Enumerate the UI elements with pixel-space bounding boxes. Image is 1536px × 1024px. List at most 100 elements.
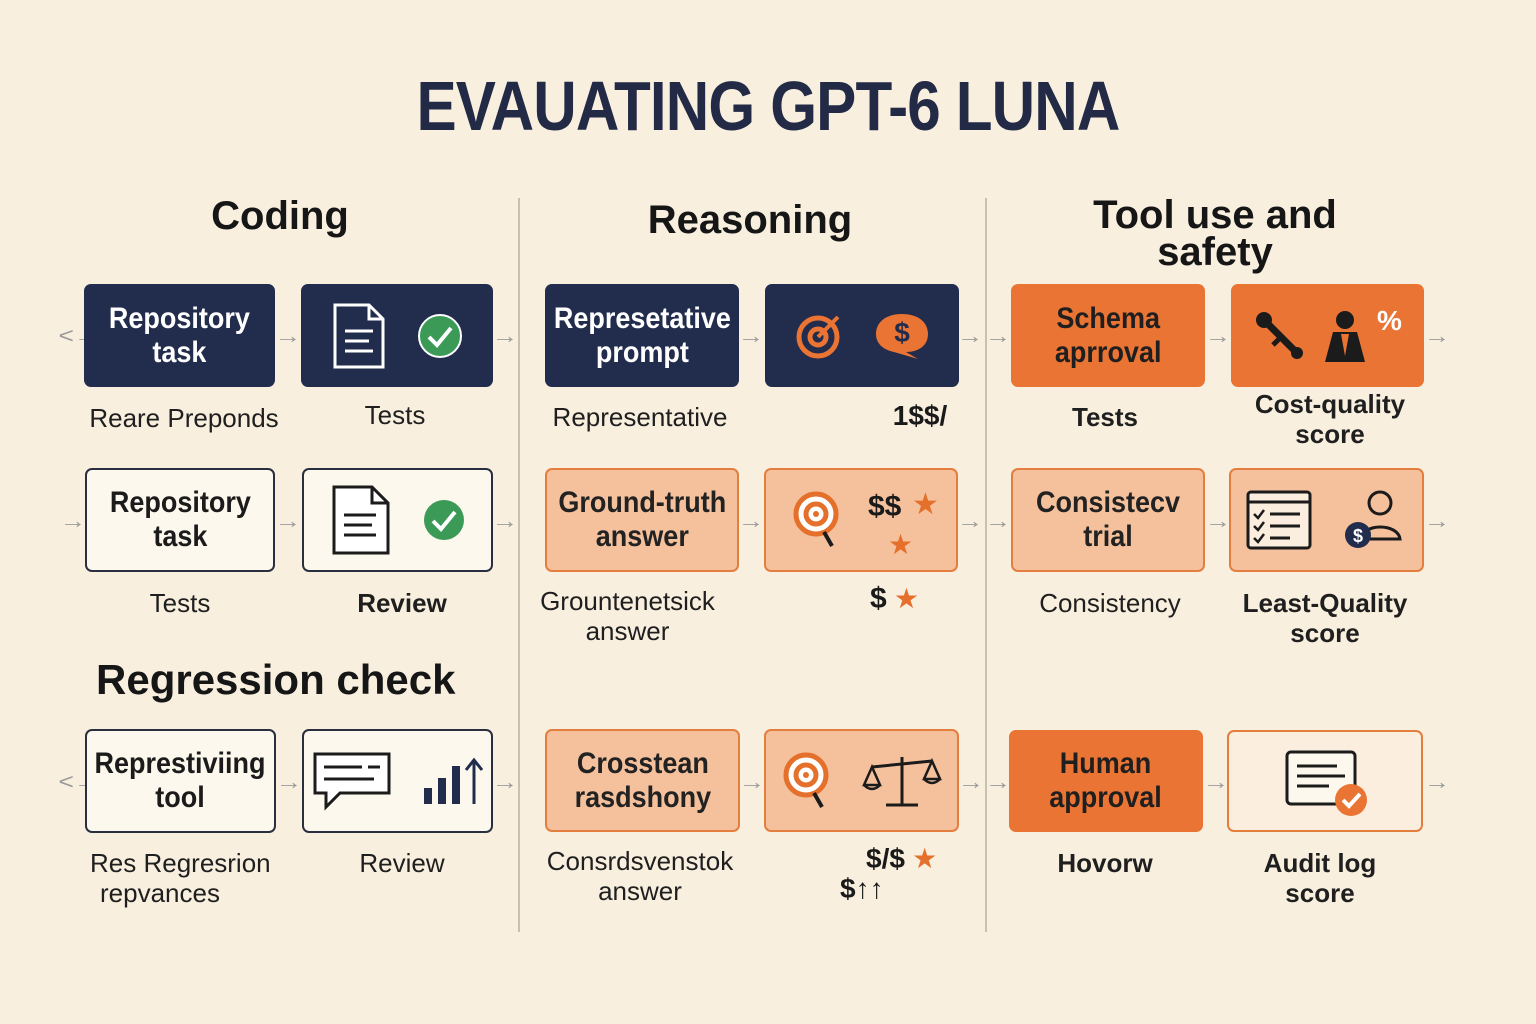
dollar-glyph: $↑↑	[840, 873, 884, 904]
human-approval-box: Human approval	[1009, 730, 1203, 832]
box-label: task	[152, 520, 208, 553]
target-icon	[783, 752, 828, 808]
caption: Cost-quality score	[1230, 389, 1430, 449]
flow-arrow: →	[956, 508, 984, 533]
box-label: Schema	[1056, 301, 1160, 335]
caption: Grountenetsick answer	[530, 586, 725, 646]
caption: Consrdsvenstok answer	[535, 846, 745, 906]
star-icon: ★	[912, 488, 939, 521]
flow-arrow: →	[59, 508, 87, 533]
scale-icon-box	[764, 729, 959, 832]
caption-line: Audit log	[1263, 848, 1377, 878]
flow-arrow: →	[491, 769, 519, 794]
dollar-glyph: $	[894, 316, 910, 348]
flow-arrow: →	[1204, 508, 1232, 533]
check-icon	[423, 500, 464, 540]
person-dollar-icon: $	[1344, 490, 1402, 548]
column-heading-tools-line2: safety	[1157, 230, 1273, 274]
caption-line: Grountenetsick	[540, 586, 715, 616]
crosstean-box: Crosstean rasdshony	[545, 729, 740, 832]
review-chart-box	[302, 729, 493, 833]
document-icon	[333, 303, 385, 368]
person-icon	[1325, 310, 1365, 362]
caption: Least-Quality score	[1215, 588, 1435, 648]
column-divider	[518, 198, 520, 932]
flow-arrow: →	[1423, 323, 1451, 348]
dollar-glyph: $/$	[866, 843, 905, 874]
caption-line: Cost-quality	[1254, 389, 1406, 419]
wrench-icon	[1256, 311, 1303, 359]
dollar-glyph: $	[870, 582, 887, 615]
section-label-regression: Regression check	[96, 656, 456, 703]
flow-arrow: →	[1202, 769, 1230, 794]
box-label: rasdshony	[574, 780, 711, 814]
column-heading-tools: Tool use and safety	[1040, 195, 1390, 274]
caption: Res Regresrion repvances	[90, 848, 280, 908]
speech-bubble-dollar-icon: $	[874, 312, 930, 360]
audit-log-icon	[1285, 750, 1367, 816]
flow-arrow: →	[1423, 769, 1451, 794]
caption-line: Consrdsvenstok	[546, 846, 734, 876]
caption: Tests	[364, 400, 426, 430]
caption: $/$ ★ $↑↑	[840, 844, 960, 904]
box-label: tool	[155, 781, 206, 814]
svg-text:$: $	[1352, 526, 1362, 546]
target-icon	[796, 315, 840, 358]
check-icon	[418, 313, 462, 358]
flow-arrow: →	[1423, 508, 1451, 533]
checklist-icon	[1246, 490, 1311, 550]
caption-line: answer	[598, 876, 682, 906]
caption-line: Least-Quality	[1242, 588, 1408, 618]
target-icon	[793, 491, 839, 547]
cost-quality-icon-box: %	[1231, 284, 1424, 387]
representative-tool-box: Represtiviing tool	[85, 729, 276, 833]
caption: 1$$/	[892, 400, 948, 431]
caption-line: answer	[585, 616, 670, 646]
box-label: Ground-truth	[558, 486, 726, 519]
flow-arrow: →	[956, 323, 984, 348]
ground-truth-box: Ground-truth answer	[545, 468, 739, 572]
box-label: Represtiviing	[94, 747, 267, 780]
flow-arrow: →	[491, 323, 519, 348]
box-label: trial	[1083, 520, 1133, 553]
caption: Reare Preponds	[89, 403, 279, 433]
caption-line: score	[1290, 618, 1360, 648]
flow-arrow: →	[274, 323, 302, 348]
star-icon: ★	[888, 529, 914, 560]
flow-arrow: →	[984, 769, 1012, 794]
column-heading-reasoning: Reasoning	[647, 198, 853, 242]
flow-arrow: →	[491, 508, 519, 533]
box-label: Human	[1060, 747, 1152, 780]
dollar-glyph: $$	[868, 490, 902, 523]
tests-icon-box	[301, 284, 493, 387]
box-label: prompt	[595, 335, 689, 369]
chat-icon	[313, 752, 390, 811]
caption-line: score	[1295, 419, 1365, 449]
caption-line: score	[1285, 878, 1355, 908]
flow-arrow: →	[737, 323, 765, 348]
box-label: task	[152, 335, 207, 369]
caption: Review	[359, 848, 445, 878]
flow-arrow: →	[957, 769, 985, 794]
caption: Tests	[1072, 402, 1138, 432]
repository-task-box: Repository task	[85, 468, 275, 572]
audit-log-icon-box	[1227, 730, 1423, 832]
box-label: aprroval	[1054, 335, 1162, 369]
flow-arrow: →	[1204, 323, 1232, 348]
page-title: EVAUATING GPT-6 LUNA	[416, 67, 1121, 145]
caption-line: repvances	[100, 878, 220, 908]
box-label: Crosstean	[576, 746, 709, 780]
representative-prompt-box: Represetative prompt	[545, 284, 739, 387]
caption: Audit log score	[1225, 848, 1415, 908]
caption: Review	[357, 588, 447, 618]
flow-arrow: →	[984, 323, 1012, 348]
flow-arrow: →	[738, 769, 766, 794]
flow-arrow: →	[984, 508, 1012, 533]
percent-icon: %	[1377, 304, 1402, 336]
box-label: answer	[595, 520, 689, 553]
answer-icon-box: $$ ★ ★	[764, 468, 958, 572]
document-icon	[332, 485, 389, 555]
review-icon-box	[302, 468, 493, 572]
box-label: Repository	[109, 486, 251, 519]
repository-task-box: Repository task	[84, 284, 275, 387]
